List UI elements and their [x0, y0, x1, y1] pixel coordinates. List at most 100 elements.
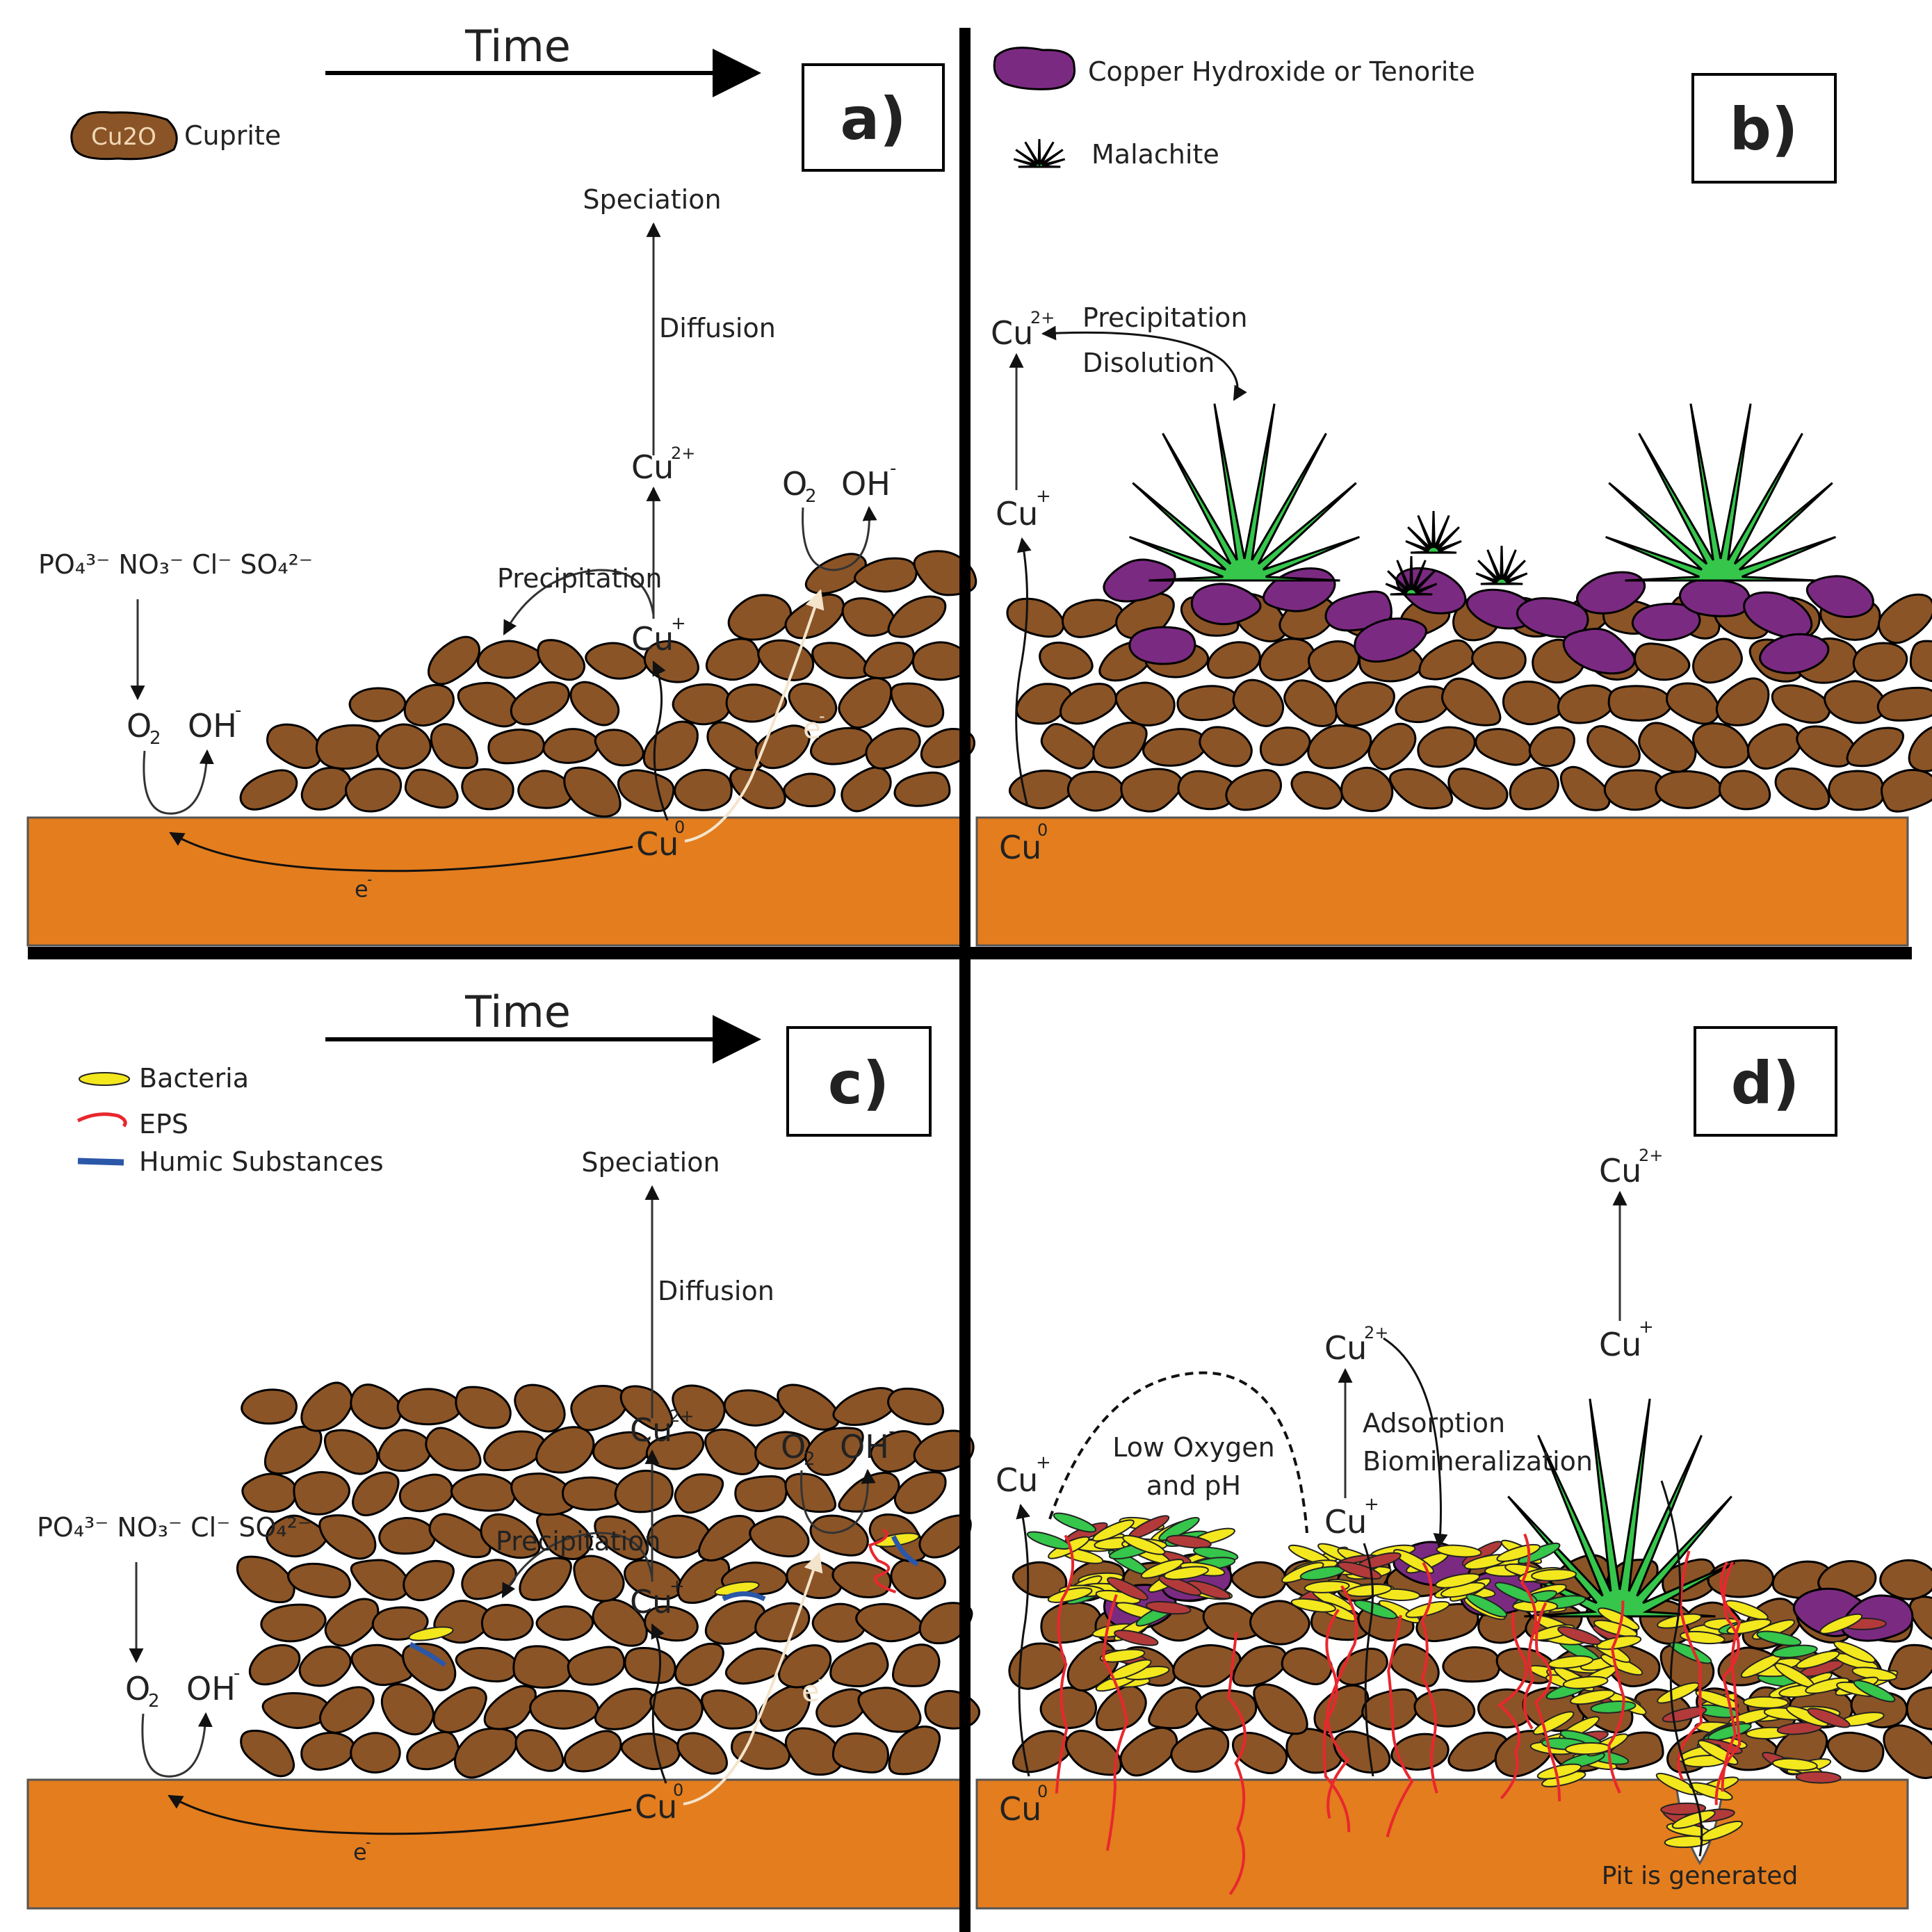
cuprite-grain — [1774, 768, 1830, 811]
precipitation-label: Precipitation — [497, 563, 663, 594]
legend-bacteria: Bacteria — [79, 1063, 249, 1094]
cuprite-grain — [1334, 681, 1395, 727]
cuprite-grain — [1066, 770, 1125, 812]
cuprite-grain — [706, 721, 765, 772]
svg-text:OH: OH — [841, 465, 891, 503]
malachite-crystal — [1475, 545, 1528, 585]
cuprite-grain — [248, 1643, 301, 1686]
o2-right-c: O 2 OH - — [781, 1421, 895, 1470]
bacteria-cell — [1466, 1593, 1508, 1618]
copper-hydroxide-grain — [1324, 590, 1393, 632]
eps-strand — [1386, 1615, 1414, 1837]
svg-text:+: + — [1364, 1494, 1379, 1515]
cuprite-grain — [890, 1558, 946, 1600]
cuprite-grain — [1655, 770, 1723, 809]
cuprite-grain — [1413, 1688, 1476, 1728]
bacteria-cell — [1107, 1577, 1148, 1601]
bacteria-cell — [1700, 1820, 1743, 1842]
svg-text:O: O — [782, 465, 807, 503]
cuprite-grain — [1006, 597, 1065, 638]
legend-humic-label: Humic Substances — [139, 1146, 384, 1177]
cuprite-grain — [1824, 680, 1887, 724]
bacteria-cell — [1671, 1810, 1716, 1829]
bacteria-cell — [1570, 1689, 1615, 1705]
malachite-crystal — [1605, 403, 1836, 582]
cuprite-grain — [1502, 680, 1563, 726]
biomineralization-label: Biomineralization — [1363, 1446, 1593, 1477]
anions-label: PO₄³⁻ NO₃⁻ Cl⁻ SO₄²⁻ — [38, 549, 313, 580]
cuprite-grain — [457, 681, 521, 728]
cuprite-grain — [300, 1731, 355, 1771]
bacteria-cell — [1290, 1598, 1336, 1613]
cuprite-grain — [1206, 641, 1261, 679]
legend-malachite: Malachite — [1013, 138, 1219, 170]
cuprite-grain — [1826, 1731, 1885, 1773]
speciation-label-c: Speciation — [581, 1147, 720, 1178]
cuprite-grain — [1231, 1561, 1287, 1599]
cuprite-grain — [510, 1472, 576, 1516]
cuprite-grain — [786, 1560, 843, 1600]
cuprite-grain — [857, 1687, 922, 1733]
panel-label-b: b) — [1691, 73, 1837, 184]
bacteria-cell — [1436, 1544, 1482, 1558]
cuprite-grain — [350, 1732, 401, 1773]
cuprite-grain — [620, 1732, 681, 1771]
svg-text:Cu: Cu — [991, 314, 1033, 352]
cuprite-grain — [428, 1513, 492, 1559]
cuprite-grain — [1607, 685, 1673, 722]
cuprite-grain — [1909, 640, 1932, 683]
eps-strand — [1721, 1561, 1740, 1792]
cuprite-grain — [592, 1598, 648, 1647]
cu2plus-a: Cu 2+ — [631, 444, 695, 486]
svg-text:2+: 2+ — [1639, 1146, 1663, 1165]
cuprite-grain — [672, 1384, 726, 1432]
svg-text:Cu: Cu — [1599, 1326, 1641, 1363]
copper-substrate-d — [975, 1778, 1909, 1910]
cuprite-grain — [315, 724, 383, 770]
adsorption-label: Adsorption — [1363, 1408, 1505, 1438]
cuprite-grain — [757, 639, 815, 681]
svg-text:2+: 2+ — [671, 444, 695, 463]
cuprite-grain — [1283, 679, 1338, 727]
copper-hydroxide-grain — [1576, 571, 1646, 615]
cuprite-grain — [1340, 766, 1394, 813]
bacteria-cell — [1536, 1763, 1582, 1780]
cuprite-grain — [537, 639, 586, 681]
cuprite-grain — [1142, 728, 1208, 767]
bacteria-cell — [1707, 1723, 1752, 1742]
cuplus-b: Cu + — [996, 486, 1051, 533]
cuprite-grain — [425, 1427, 482, 1472]
malachite-crystal — [1129, 403, 1360, 582]
cuprite-grain — [749, 1515, 810, 1558]
precipitation-label-b: Precipitation — [1082, 302, 1248, 333]
cuprite-grain — [352, 1471, 400, 1517]
annotations-panel-b: Cu 2+ Precipitation Disolution Cu + Cu 0 — [991, 302, 1248, 866]
horizontal-divider — [28, 947, 1912, 959]
cuprite-grain — [378, 1429, 432, 1472]
cu2plus-c: Cu 2+ — [630, 1406, 694, 1449]
time-label-top: Time — [464, 21, 571, 72]
svg-text:Cu: Cu — [636, 825, 679, 863]
legend-bacteria-label: Bacteria — [139, 1063, 249, 1094]
cuprite-grain — [1290, 771, 1343, 810]
cuprite-grain — [378, 1517, 437, 1555]
svg-text:Cu: Cu — [999, 1790, 1041, 1828]
cuprite-grain — [241, 1472, 298, 1513]
cuprite-grain — [1828, 770, 1885, 811]
cuprite-grain — [734, 1475, 788, 1513]
cuprite-grain — [1336, 1648, 1388, 1686]
cuprite-grain — [1092, 722, 1148, 769]
cuprite-grain — [1666, 682, 1720, 725]
cuprite-grain — [1040, 1601, 1103, 1644]
cuprite-grain — [913, 550, 977, 596]
cuprite-grain — [293, 1470, 350, 1516]
time-arrow-top: Time — [325, 21, 761, 97]
cuprite-grain — [725, 683, 788, 723]
copper-hydroxide-grain — [1128, 626, 1196, 665]
bacteria-cell — [1593, 1619, 1638, 1638]
cuprite-grain — [754, 1431, 811, 1470]
cuprite-grain — [514, 1383, 566, 1433]
cuprite-grain — [519, 1557, 572, 1601]
cuprite-grain — [778, 1644, 832, 1689]
